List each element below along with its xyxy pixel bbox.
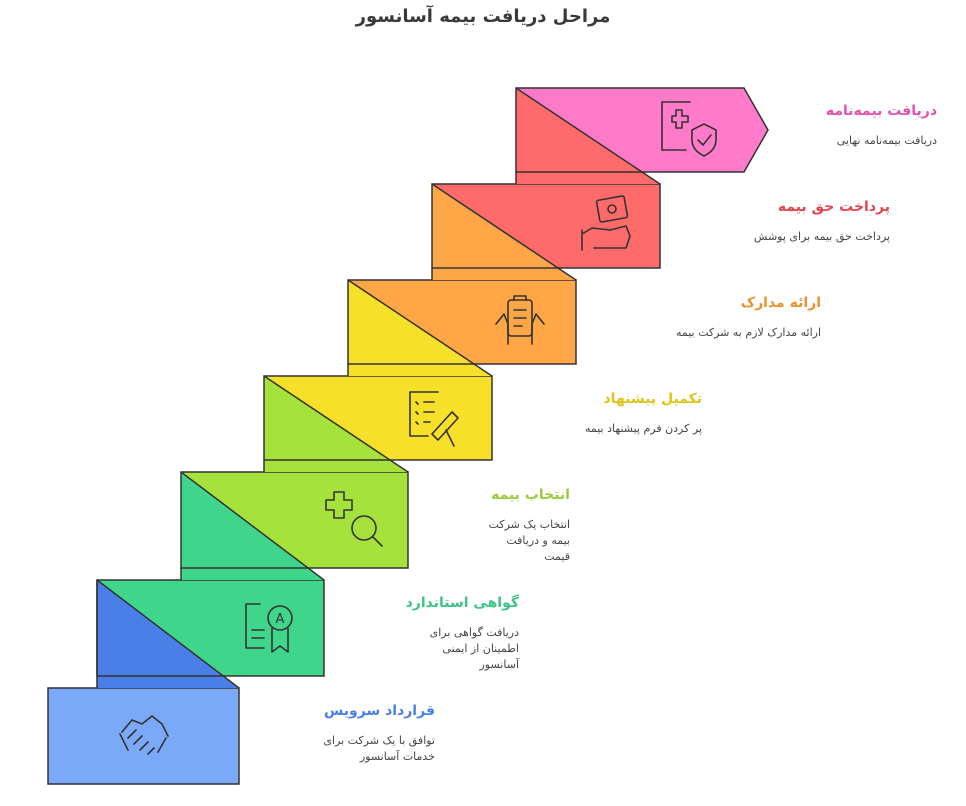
step-3-desc: انتخاب یک شرکت بیمه و دریافت قیمت [488,518,570,563]
search-plus-icon [325,491,383,547]
step-3-label: انتخاب بیمه انتخاب یک شرکت بیمه و دریافت… [488,487,570,565]
step-4-block [263,375,493,472]
riser-outlines [96,87,661,689]
step-6-label: پرداخت حق بیمه پرداخت حق بیمه برای پوشش [740,199,890,245]
form-writing-icon [409,391,459,447]
handshake-icon [119,715,169,755]
step-1-desc: توافق با یک شرکت برای خدمات آسانسور [323,734,435,763]
medical-doc-shield-icon [661,101,717,157]
step-4-label: تکمیل پیشنهاد پر کردن فرم پیشنهاد بیمه [572,391,702,437]
money-hand-icon [581,195,631,251]
step-6-title: پرداخت حق بیمه [777,199,890,215]
svg-text:A: A [276,612,285,627]
step-2-block [96,579,325,688]
step-7-block [515,87,769,184]
certificate-icon: A [245,603,293,653]
clipboard-hands-icon [495,295,545,345]
step-5-label: ارائه مدارک ارائه مدارک لازم به شرکت بیم… [656,295,821,341]
step-1-title: قرارداد سرویس [323,703,435,719]
step-7-label: دریافت بیمه‌نامه دریافت بیمه‌نامه نهایی [822,103,937,149]
step-7-title: دریافت بیمه‌نامه [825,103,937,119]
step-5-desc: ارائه مدارک لازم به شرکت بیمه [675,326,821,339]
step-2-title: گواهی استاندارد [405,595,519,611]
diagram-title: مراحل دریافت بیمه آسانسور [355,6,611,27]
step-6-block [431,183,661,280]
step-5-block [347,279,577,376]
step-7-desc: دریافت بیمه‌نامه نهایی [836,134,937,147]
step-2-desc: دریافت گواهی برای اطمینان از ایمنی آسانس… [429,626,519,671]
step-1-label: قرارداد سرویس توافق با یک شرکت برای خدما… [320,703,435,765]
step-4-desc: پر کردن فرم پیشنهاد بیمه [584,422,702,435]
step-4-title: تکمیل پیشنهاد [603,391,703,407]
step-2-label: گواهی استاندارد دریافت گواهی برای اطمینا… [404,595,519,673]
step-3-title: انتخاب بیمه [491,487,570,503]
step-3-block [180,471,409,580]
step-5-title: ارائه مدارک [740,295,821,311]
step-6-desc: پرداخت حق بیمه برای پوشش [753,230,890,243]
